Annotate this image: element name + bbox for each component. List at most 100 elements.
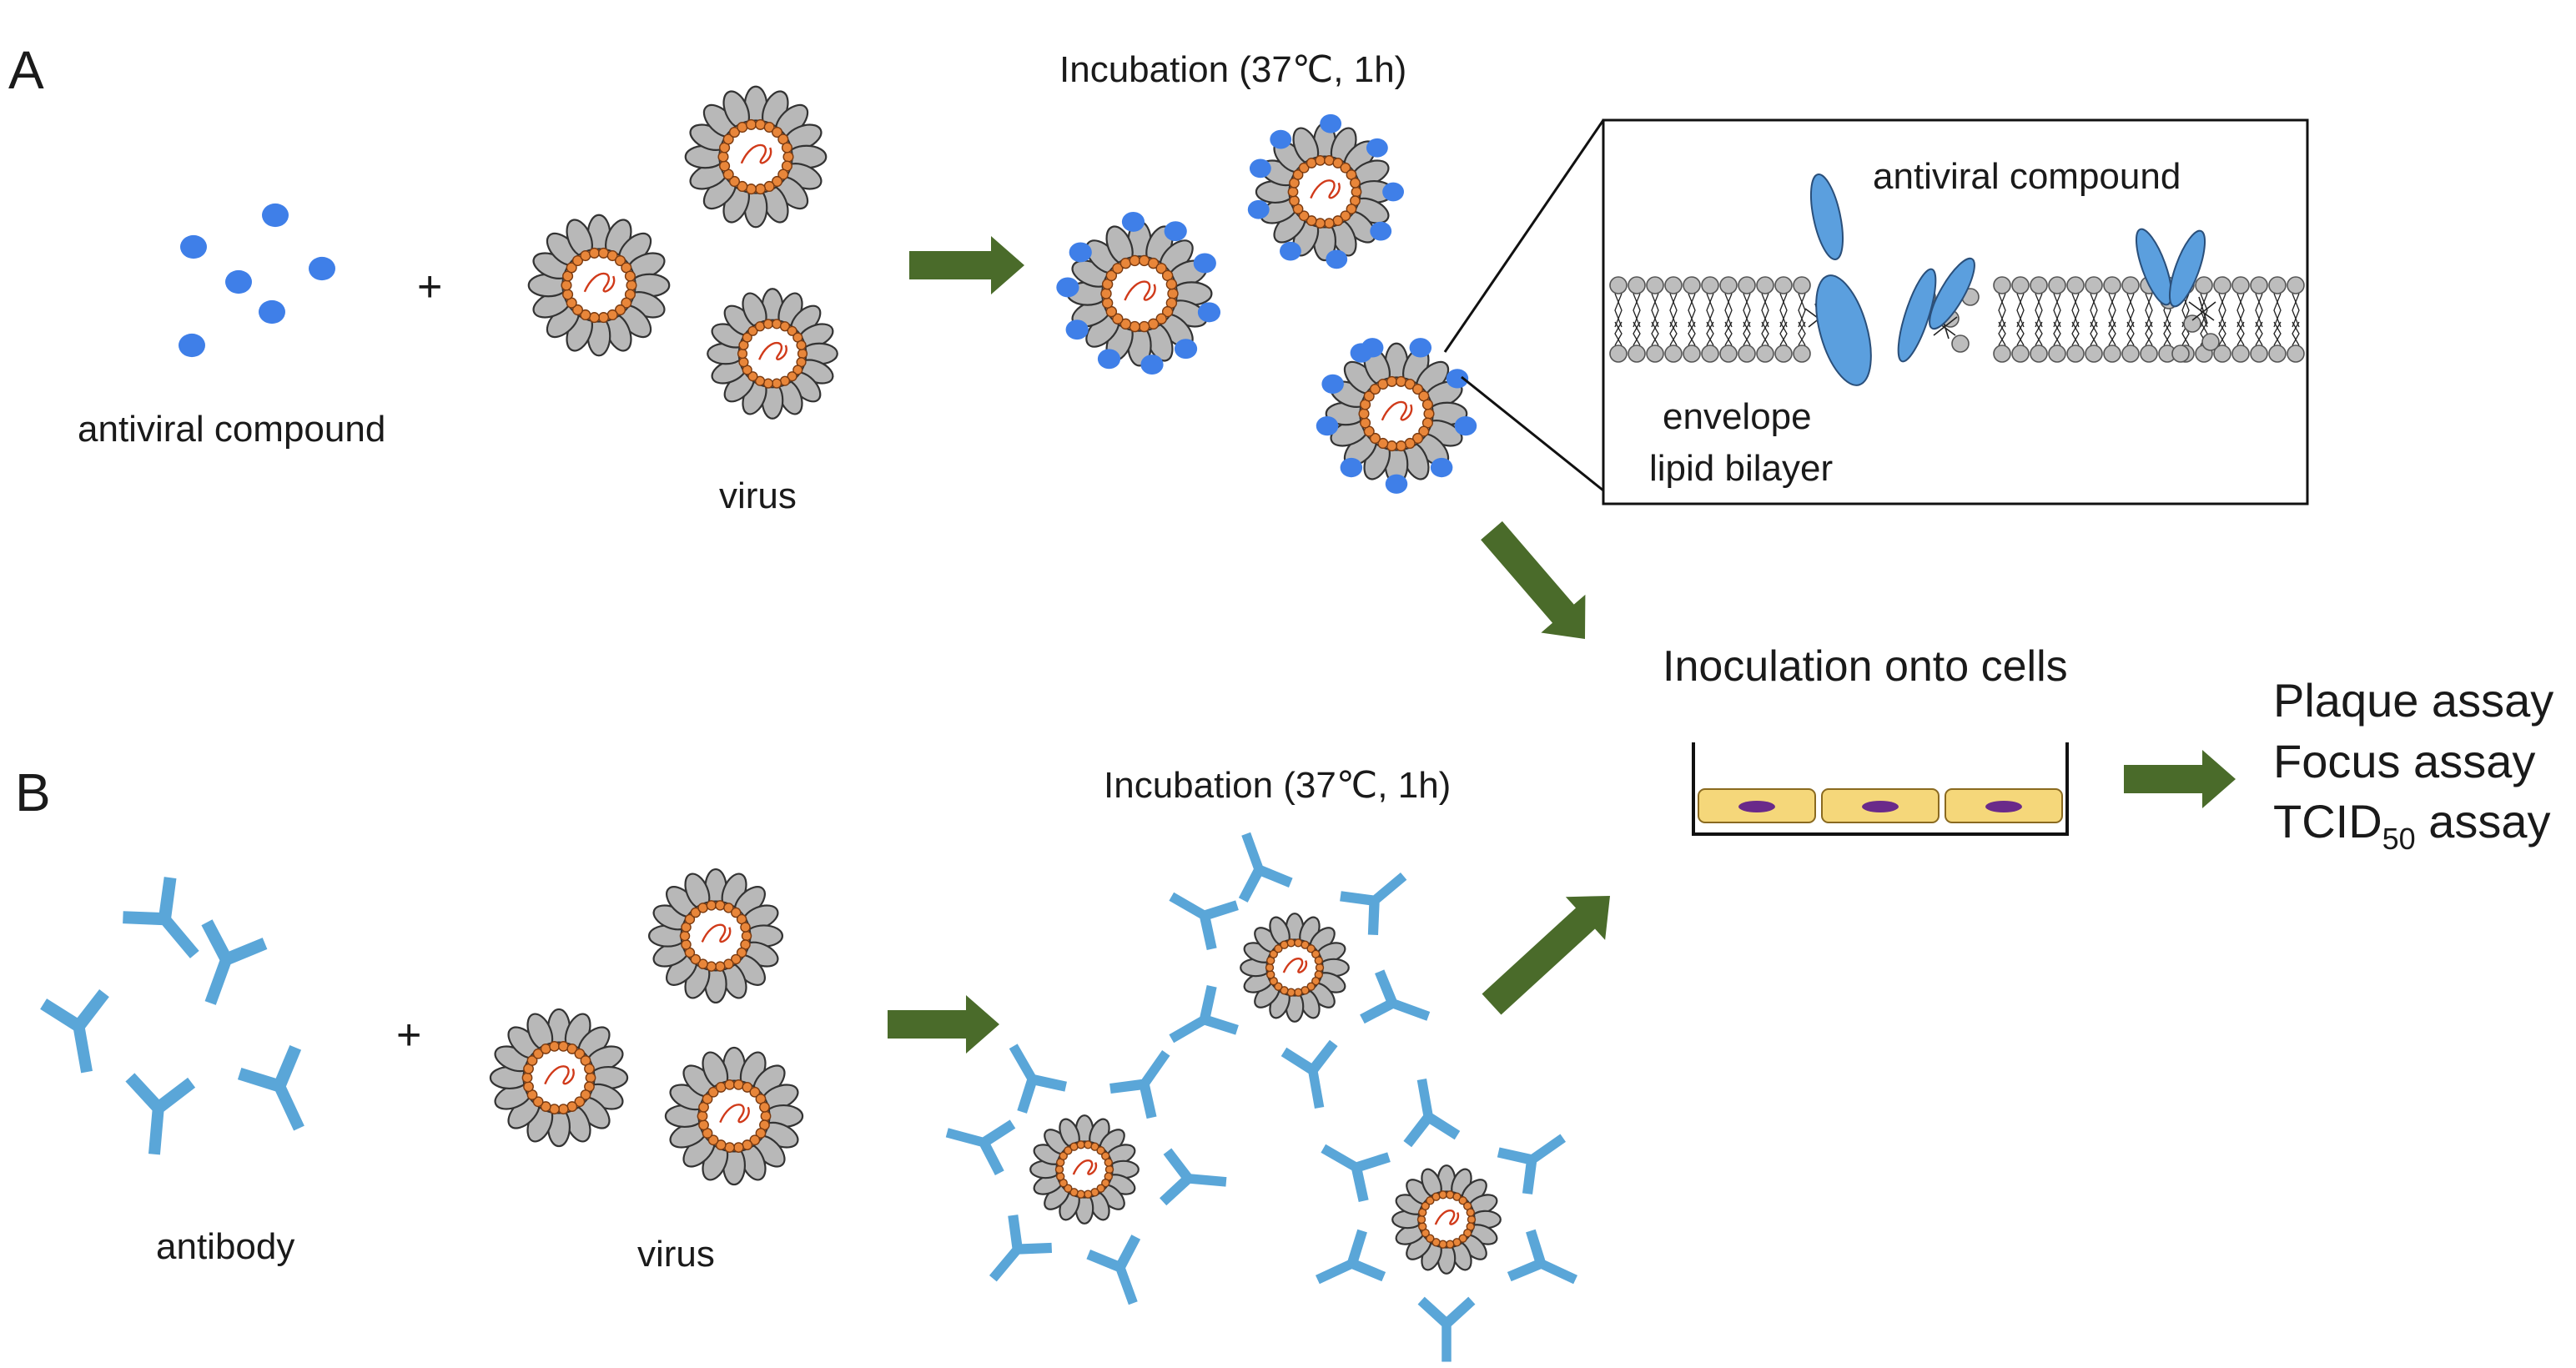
lipid-tail-bottom [2145,321,2153,346]
matrix-bead [1340,162,1351,174]
antibody-shape [1360,969,1431,1024]
matrix-bead [1298,162,1310,174]
genome-strand [1124,280,1156,301]
matrix-bead [1358,408,1370,420]
lipid-head-top [1719,276,1738,294]
bound-antibody [1340,872,1407,936]
matrix-bead [787,371,797,382]
matrix-bead [724,1142,735,1154]
bound-compound-dot [1140,355,1164,375]
lipid-head-bottom [2287,345,2305,363]
matrix-bead [1467,1215,1477,1225]
matrix-bead [1418,425,1430,437]
lipid-tail-top [1779,293,1788,328]
matrix-bead [1105,269,1118,282]
matrix-bead [690,953,702,965]
matrix-bead [1423,408,1435,420]
matrix-bead [598,247,610,259]
matrix-bead [1269,949,1278,958]
matrix-bead [724,1079,735,1090]
inset-compound-molecule [1897,268,1937,363]
matrix-bead [755,184,767,195]
matrix-bead [1426,1196,1435,1205]
inset-compound-molecule [2135,228,2173,306]
bound-compound-dot [1097,349,1121,370]
matrix-bead [707,1134,719,1146]
matrix-bead [797,348,808,360]
lipid-head-bottom [2268,345,2287,363]
bound-antibody [1086,1235,1141,1305]
lipid-tail-bottom [1614,321,1623,346]
lipid-head-bottom [2213,345,2231,363]
matrix-bead [1056,1172,1065,1181]
matrix-bead [1396,375,1407,387]
panel-b-arrow-2 [1482,895,1610,1015]
matrix-bead [1466,1208,1475,1217]
bound-compound-dot [1056,277,1079,298]
matrix-bead [772,378,782,389]
matrix-bead [1059,1151,1068,1160]
matrix-bead [1418,1222,1427,1231]
matrix-bead [1104,1158,1113,1167]
assay-arrow [2124,750,2236,808]
bound-antibody [1497,1134,1567,1194]
matrix-bead [796,339,807,350]
matrix-bead [1315,154,1326,166]
genome-strand [1072,1159,1098,1175]
matrix-bead [742,1082,753,1093]
matrix-bead [1311,977,1321,986]
matrix-bead [1314,956,1323,965]
bound-antibody [1009,1044,1067,1114]
lipid-tail-top [1998,293,2006,328]
plus-sign-b: + [396,1011,422,1059]
matrix-bead [1286,938,1296,948]
bound-compound-dot [1316,415,1339,436]
matrix-bead [584,1063,595,1074]
antibody-shape [1507,1229,1578,1285]
lipid-tail-top [1798,293,1806,328]
panel-b-antibody-label: antibody [156,1226,295,1267]
matrix-bead [532,1096,544,1108]
genome-strand [701,923,732,943]
focus-assay-label: Focus assay [2273,735,2536,787]
matrix-bead [540,1101,551,1112]
arrow-shape [909,236,1024,294]
antibody-shape [1497,1134,1567,1194]
matrix-bead [755,1128,767,1139]
lipid-head-top [1774,276,1793,294]
matrix-bead [782,151,794,163]
matrix-bead [707,1086,719,1098]
lipid-tail-bottom [1633,321,1641,346]
panel-b-letter: B [15,762,51,822]
matrix-bead [566,1044,578,1054]
antibody-shape [1340,872,1407,936]
lipid-head-top [2085,276,2103,294]
bound-antibody [1169,892,1239,950]
inset-compound-molecule [1929,257,1975,330]
genome-strand [1310,179,1341,199]
matrix-bead [1332,158,1344,168]
genome-strand [544,1065,575,1085]
tcid-subscript: 50 [2382,822,2416,856]
matrix-bead [561,279,572,291]
nucleus-3 [1985,801,2022,812]
free-antibody-5 [237,1044,304,1131]
matrix-bead [1287,186,1299,198]
lipid-head-bottom [1609,345,1628,363]
lipid-head-bottom [2066,345,2085,363]
lipid-tail-top [2126,293,2135,328]
matrix-bead [1340,210,1351,222]
bound-compound-dot [1430,457,1453,478]
matrix-bead [697,958,708,969]
matrix-bead [737,348,748,360]
antibody-shape [1109,1049,1170,1119]
matrix-bead [1411,432,1424,445]
antibody-shape [201,919,268,1005]
matrix-bead [1266,970,1275,979]
matrix-bead [681,939,692,950]
lipid-head-bottom [1664,345,1683,363]
bound-antibody [1160,1148,1227,1206]
antibody-shape [1315,1229,1386,1285]
lipid-tail-top [1669,293,1678,328]
genome-strand [758,342,787,360]
